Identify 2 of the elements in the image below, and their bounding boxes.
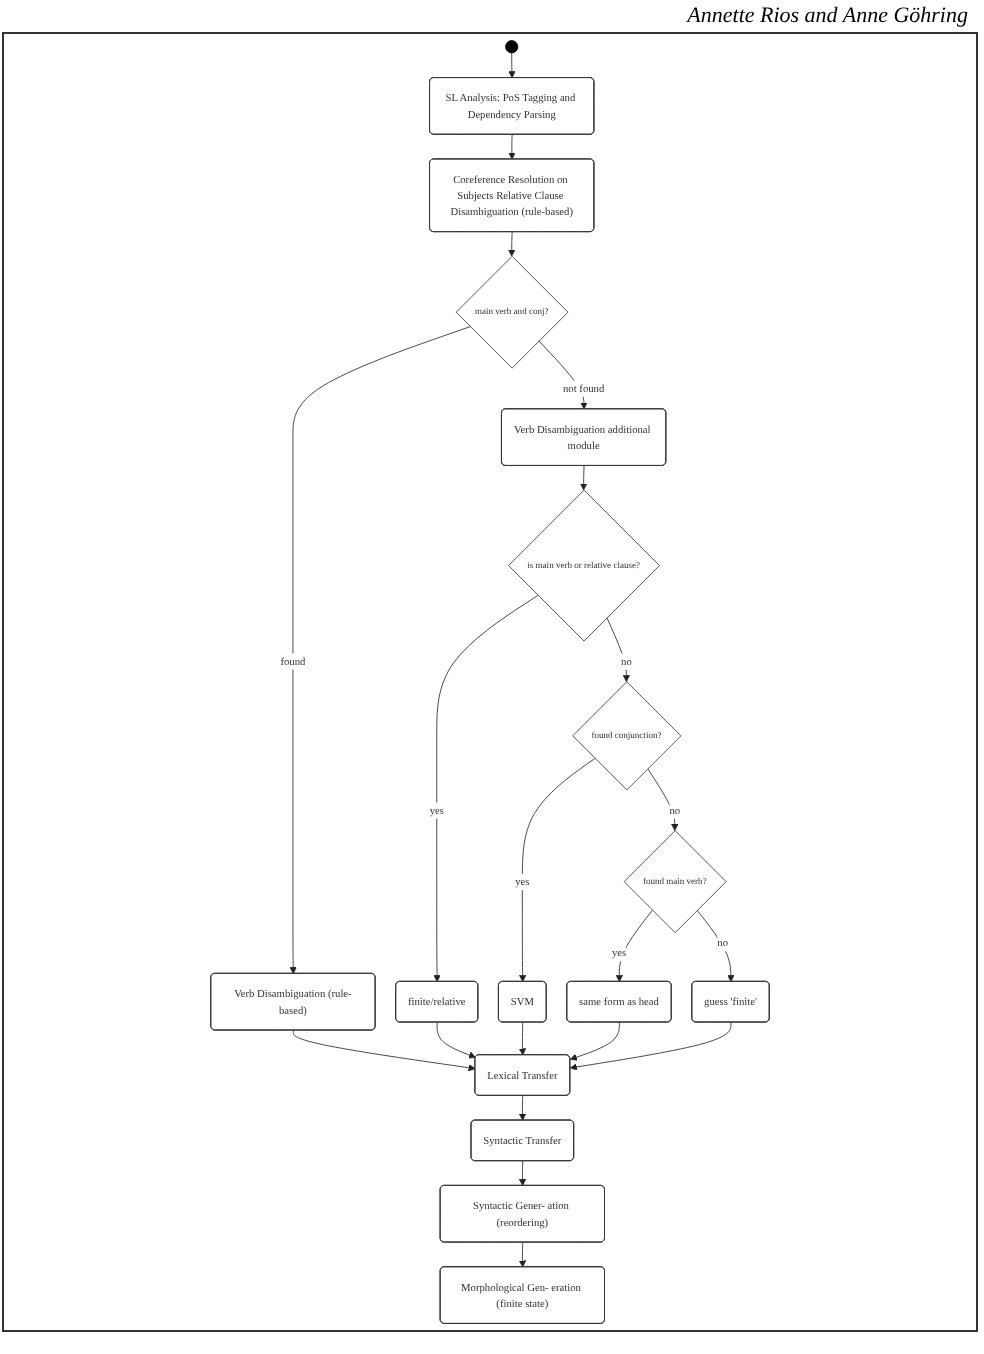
node-circle <box>505 40 519 54</box>
page-header: Annette Rios and Anne Göhring <box>684 2 970 32</box>
